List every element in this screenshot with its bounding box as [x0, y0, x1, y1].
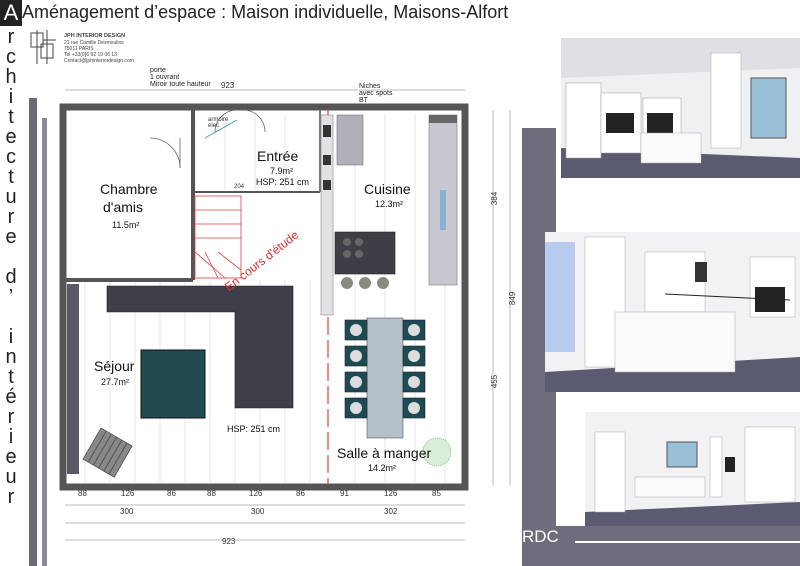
dim-bottom-segment: 126 [121, 489, 135, 498]
logo-phone: Tel +33(0)6 62 19 06 13 [64, 52, 117, 58]
footer-bar [522, 526, 800, 566]
hsp-sejour: HSP: 251 cm [227, 424, 281, 434]
render-kitchen-1 [561, 38, 800, 178]
dim-right-lower: 455 [490, 374, 500, 389]
dim-bottom: 923 [222, 537, 236, 546]
dim-stairs: 204 [234, 184, 245, 190]
room-salle-area: 14.2m² [368, 463, 397, 473]
vertical-title-char: d [5, 266, 17, 288]
vertical-title-char: t [8, 366, 14, 388]
dim-bottom-segment: 86 [296, 489, 305, 498]
annotation-elec: elec [208, 123, 220, 129]
room-sejour-name: Séjour [94, 358, 135, 374]
vertical-title-char: e [5, 226, 17, 248]
room-cuisine-name: Cuisine [364, 181, 411, 197]
vertical-title-char: i [8, 86, 14, 108]
vertical-title-char: n [5, 346, 17, 368]
render-kitchen-3 [585, 412, 800, 526]
vertical-title-char: c [6, 146, 16, 168]
logo-address: 21 rue Camille Desmoulins [64, 40, 124, 46]
floor-label: RDC [522, 527, 559, 546]
dim-top: 923 [221, 81, 235, 90]
dim-bottom-segment: 91 [340, 489, 349, 498]
footer-line [575, 541, 800, 543]
dim-bottom-segment: 88 [78, 489, 87, 498]
render-kitchen-2 [545, 232, 800, 392]
stairs [194, 195, 242, 279]
room-salle-name: Salle à manger [337, 445, 432, 461]
room-entree-area: 7.9m² [270, 166, 294, 176]
annotation-spots: avec spots [359, 90, 393, 97]
dim-right-upper: 384 [490, 191, 500, 206]
vertical-title-char: r [7, 486, 15, 508]
dim-bottom-segment: 86 [167, 489, 176, 498]
annotation-ouvrant: 1 ouvrant [150, 74, 180, 81]
logo-email[interactable]: Contact@jphinteriordesign.com [64, 58, 134, 64]
dim-bottom-span: 302 [384, 507, 398, 516]
annotation-armoire: armoire [208, 117, 229, 123]
vertical-title-char: r [7, 406, 15, 428]
logo-name: JPH INTERIOR DESIGN [64, 33, 126, 39]
annotation-porte: porte [150, 67, 166, 74]
annotation-miroir: Miroir toute hauteur [150, 81, 211, 88]
annotation-bt: BT [359, 97, 368, 104]
room-chambre-name-2: d'amis [103, 199, 144, 215]
room-cuisine-area: 12.3m² [375, 199, 404, 209]
dim-bottom-segment: 85 [432, 489, 441, 498]
logo-icon [30, 30, 56, 64]
vertical-title-char: e [5, 446, 17, 468]
vertical-title-char: u [5, 186, 17, 208]
dim-bottom-segment: 126 [384, 489, 398, 498]
dim-right-total: 849 [508, 291, 518, 306]
dim-bottom-span: 300 [120, 507, 134, 516]
page-title: Aménagement d’espace : Maison individuel… [22, 2, 509, 22]
room-sejour-area: 27.7m² [101, 377, 130, 387]
hsp-entree: HSP: 251 cm [256, 177, 310, 187]
floor-plan [59, 89, 511, 541]
vertical-title-char: u [5, 466, 17, 488]
vertical-title-char: ’ [8, 286, 14, 308]
room-chambre-area: 11.5m² [112, 220, 140, 230]
vertical-title-char: é [5, 386, 17, 408]
vertical-title-char: i [8, 326, 14, 348]
vertical-title-char: i [8, 426, 14, 448]
dim-bottom-span: 300 [251, 507, 265, 516]
decorative-bar [42, 118, 47, 566]
room-entree-name: Entrée [257, 148, 299, 164]
vertical-title-char: r [7, 206, 15, 228]
room-chambre-name: Chambre [100, 181, 158, 197]
dim-bottom-segment: 126 [249, 489, 263, 498]
vertical-title-char: t [8, 166, 14, 188]
dim-bottom-segment: 88 [207, 489, 216, 498]
vertical-title-initial: A [0, 0, 22, 26]
vertical-title: A r c h i t e c t u r e d ’ i n t é r i … [0, 0, 22, 566]
vertical-title-char: r [7, 26, 15, 48]
vertical-title-char: c [6, 46, 16, 68]
vertical-title-char: h [5, 66, 17, 88]
decorative-bar [29, 98, 37, 566]
logo-city: 75011 PARIS [64, 46, 94, 52]
vertical-title-char: e [5, 126, 17, 148]
annotation-niches: Niches [359, 83, 381, 90]
vertical-title-char: t [8, 106, 14, 128]
